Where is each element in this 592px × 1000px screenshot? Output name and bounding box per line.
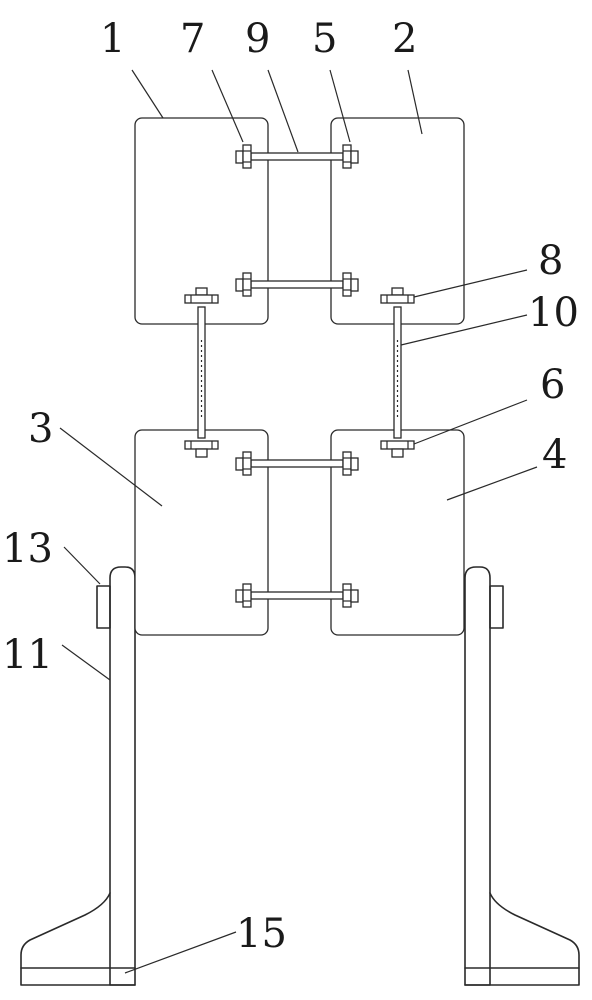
right-clamp-block bbox=[489, 585, 504, 629]
nut-group-right-157 bbox=[342, 144, 359, 169]
label-6: 6 bbox=[540, 362, 565, 408]
label-8: 8 bbox=[538, 238, 563, 284]
label-5: 5 bbox=[312, 16, 337, 62]
label-7: 7 bbox=[180, 16, 205, 62]
horizontal-rod-9 bbox=[250, 152, 344, 161]
nut-group-right-285 bbox=[342, 272, 359, 297]
nut-group-left-285 bbox=[235, 272, 252, 297]
label-4: 4 bbox=[542, 432, 567, 478]
label-15: 15 bbox=[236, 911, 287, 957]
left-leg-foot bbox=[20, 892, 136, 986]
number-labels: 1 2 3 4 5 6 7 8 9 10 11 13 15 bbox=[2, 16, 579, 957]
horizontal-rod bbox=[250, 459, 344, 468]
vertical-rod-right bbox=[380, 287, 415, 458]
label-1: 1 bbox=[100, 16, 125, 62]
horizontal-rod bbox=[250, 280, 344, 289]
label-13: 13 bbox=[2, 526, 53, 572]
nut-group-left-157 bbox=[235, 144, 252, 169]
label-11: 11 bbox=[2, 632, 53, 678]
label-3: 3 bbox=[28, 406, 53, 452]
label-2: 2 bbox=[392, 16, 417, 62]
leader-lines bbox=[59, 69, 538, 974]
right-support-leg bbox=[464, 566, 491, 986]
left-clamp-block bbox=[96, 585, 111, 629]
vertical-rod-left bbox=[184, 287, 219, 458]
nut-group-left-596 bbox=[235, 583, 252, 608]
label-9: 9 bbox=[245, 16, 270, 62]
horizontal-rod bbox=[250, 591, 344, 600]
nut-group-right-464 bbox=[342, 451, 359, 476]
label-10: 10 bbox=[528, 290, 579, 336]
nut-group-left-464 bbox=[235, 451, 252, 476]
left-support-leg bbox=[109, 566, 136, 986]
right-leg-foot bbox=[464, 892, 580, 986]
nut-group-right-596 bbox=[342, 583, 359, 608]
